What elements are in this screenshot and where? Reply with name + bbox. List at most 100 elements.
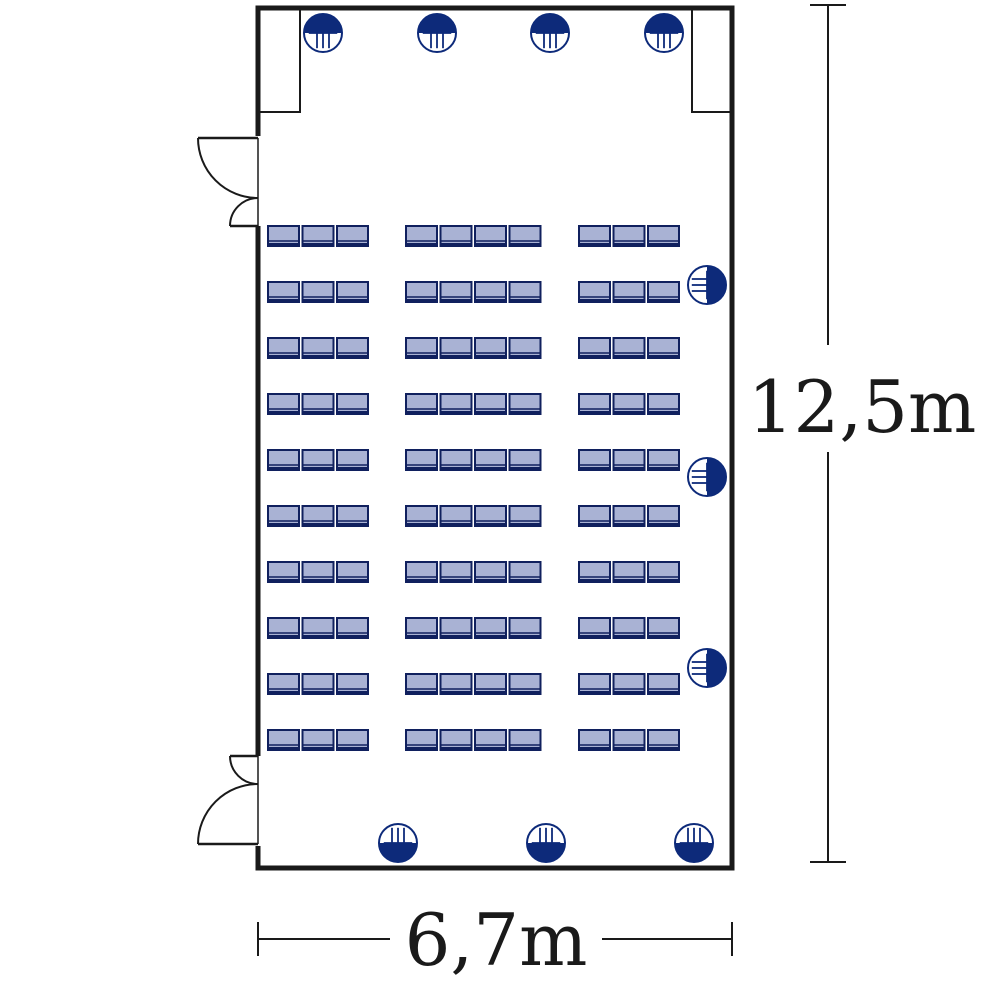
seat: [578, 617, 611, 639]
seat: [578, 281, 611, 303]
seat: [439, 673, 473, 695]
seat: [336, 337, 369, 359]
seat: [508, 393, 542, 415]
seat: [612, 561, 646, 583]
seat: [336, 281, 369, 303]
power-outlet-icon: [378, 823, 418, 863]
seat: [267, 449, 300, 471]
seat: [578, 505, 611, 527]
seat: [612, 337, 646, 359]
seat: [647, 281, 680, 303]
seat: [336, 393, 369, 415]
seat: [301, 505, 335, 527]
seat: [439, 561, 473, 583]
seat: [405, 505, 438, 527]
seat: [612, 393, 646, 415]
seat: [405, 337, 438, 359]
seat: [405, 281, 438, 303]
seat: [578, 449, 611, 471]
seat: [508, 281, 542, 303]
seat: [301, 561, 335, 583]
power-outlet-icon: [687, 457, 727, 497]
power-outlet-icon: [417, 13, 457, 53]
seat: [267, 561, 300, 583]
seat: [612, 729, 646, 751]
seat: [301, 337, 335, 359]
seat: [439, 505, 473, 527]
seating-area: [267, 225, 680, 751]
seat: [578, 393, 611, 415]
seat: [336, 561, 369, 583]
seat: [474, 505, 507, 527]
seat: [508, 673, 542, 695]
seat: [612, 673, 646, 695]
seat: [508, 617, 542, 639]
seat: [336, 505, 369, 527]
fixtures-group: [303, 13, 727, 863]
door-upper-left[interactable]: [197, 136, 262, 228]
seat: [405, 673, 438, 695]
seat: [474, 225, 507, 247]
seat: [439, 729, 473, 751]
seat: [647, 393, 680, 415]
seat: [439, 393, 473, 415]
seat: [474, 729, 507, 751]
seat: [267, 505, 300, 527]
power-outlet-icon: [687, 265, 727, 305]
door-lower-left[interactable]: [197, 754, 262, 846]
seat: [612, 281, 646, 303]
seat: [578, 673, 611, 695]
seat: [474, 617, 507, 639]
seat: [336, 729, 369, 751]
seat: [267, 729, 300, 751]
seat: [439, 449, 473, 471]
width-dimension: [257, 922, 733, 956]
seat: [405, 225, 438, 247]
seat: [336, 673, 369, 695]
seat: [405, 449, 438, 471]
seat: [336, 449, 369, 471]
seat: [508, 337, 542, 359]
seat: [267, 617, 300, 639]
seat: [267, 225, 300, 247]
seat: [508, 561, 542, 583]
seat: [647, 449, 680, 471]
power-outlet-icon: [687, 648, 727, 688]
power-outlet-icon: [303, 13, 343, 53]
seat: [474, 337, 507, 359]
seat: [405, 617, 438, 639]
seat: [612, 505, 646, 527]
seat: [301, 281, 335, 303]
seat: [336, 617, 369, 639]
seat: [647, 617, 680, 639]
seat: [508, 729, 542, 751]
seat: [301, 729, 335, 751]
corner-insets: [260, 10, 730, 113]
seat: [405, 393, 438, 415]
seat: [647, 505, 680, 527]
seat: [405, 561, 438, 583]
power-outlet-icon: [674, 823, 714, 863]
seat: [474, 449, 507, 471]
seat: [267, 281, 300, 303]
height-dimension: [810, 4, 846, 863]
height-label: 12,5m: [748, 365, 977, 449]
seat: [301, 673, 335, 695]
seat: [439, 617, 473, 639]
seat: [508, 505, 542, 527]
seat: [439, 337, 473, 359]
power-outlet-icon: [526, 823, 566, 863]
power-outlet-icon: [644, 13, 684, 53]
seat: [439, 225, 473, 247]
seat: [508, 225, 542, 247]
seat: [647, 337, 680, 359]
seat: [267, 337, 300, 359]
seat: [612, 225, 646, 247]
seat: [508, 449, 542, 471]
seat: [578, 337, 611, 359]
seat: [336, 225, 369, 247]
seat: [301, 393, 335, 415]
seat: [612, 617, 646, 639]
seat: [301, 449, 335, 471]
